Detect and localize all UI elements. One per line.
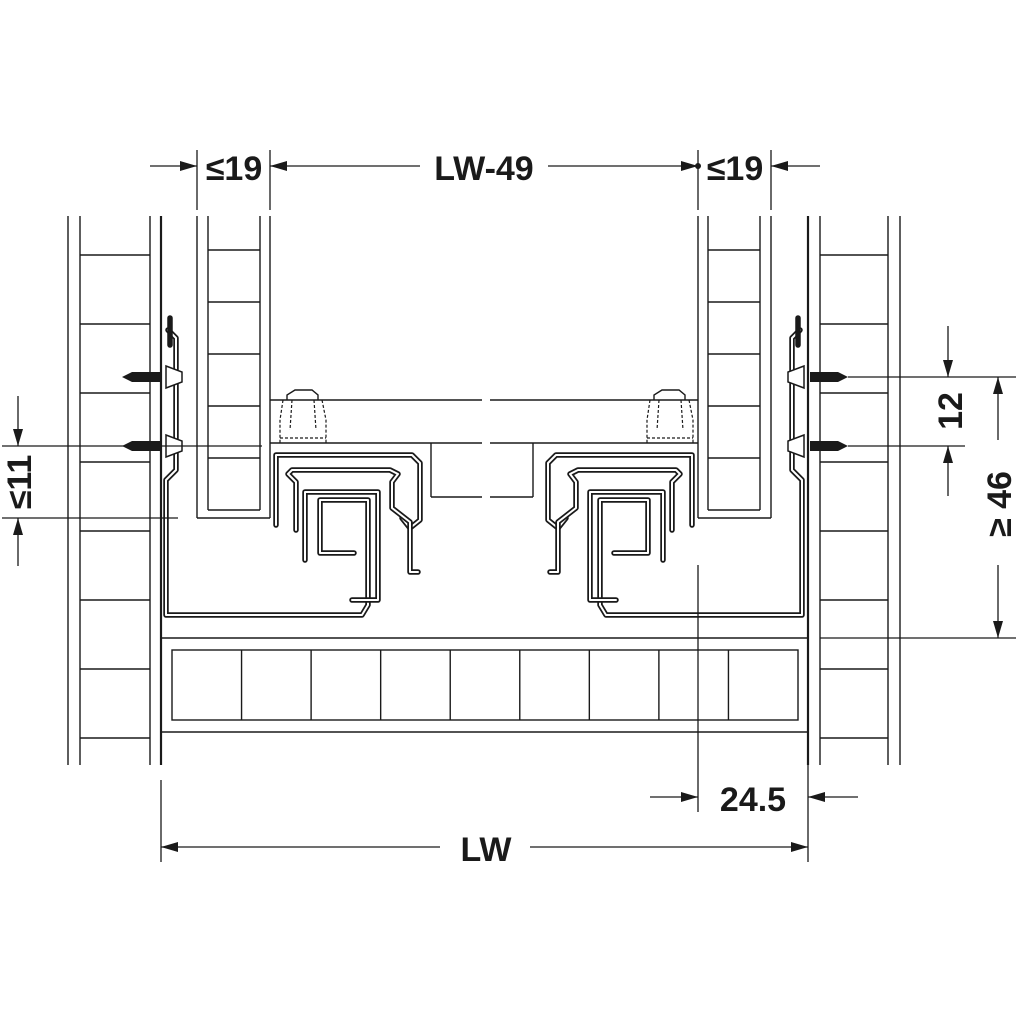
min-height-label: ≥ 46 [981,471,1019,537]
left-vertical-dimension: ≤11 [1,396,262,566]
clear-width-label: LW [461,831,513,869]
right-vertical-dimensions: 12 ≥ 46 [820,326,1019,639]
left-cabinet-wall [67,216,163,765]
left-runner-cabinet-profile [163,315,371,618]
right-lower-screw [787,433,848,459]
top-dimension-chain: ≤19 LW-49 ≤19 [150,150,820,210]
left-locking-clip [279,389,327,443]
left-upper-screw [122,364,183,390]
left-drawer-side [196,216,271,519]
right-upper-screw [787,364,848,390]
right-cabinet-wall [806,216,901,765]
right-drawer-side [697,216,772,519]
drawer-bottom-panel [270,399,698,498]
left-runner-drawer-profile [273,452,423,603]
rail-clearance-dimension: 24.5 [650,565,858,862]
inner-width-label: LW-49 [434,150,533,188]
clear-width-dimension: LW [160,780,808,869]
side-left-thickness-label: ≤19 [206,150,262,188]
rail-clearance-label: 24.5 [720,781,786,819]
max-offset-label: ≤11 [1,455,39,510]
side-right-thickness-label: ≤19 [707,150,763,188]
screw-spacing-label: 12 [932,392,970,430]
right-runner-cabinet-profile [597,315,805,618]
right-runner-drawer-profile [545,452,695,603]
right-locking-clip [646,389,694,443]
cabinet-bottom-shelf [161,637,808,733]
